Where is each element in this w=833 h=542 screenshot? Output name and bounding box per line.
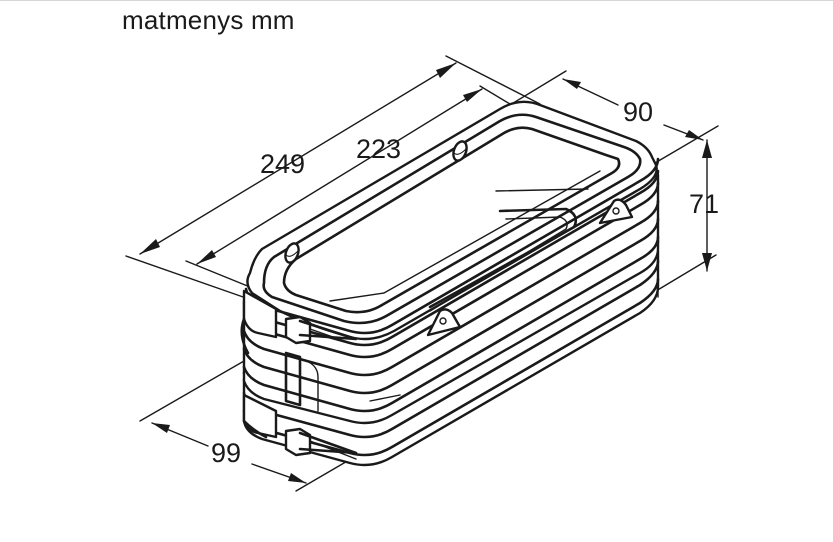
duct-connector xyxy=(240,100,660,467)
latch-lower xyxy=(242,393,358,460)
rivet-tab-left xyxy=(284,242,300,264)
dimension-71: 71 xyxy=(655,139,719,292)
dimension-249: 249 xyxy=(125,55,541,299)
dim-label-71: 71 xyxy=(689,189,719,219)
dim-label-223: 223 xyxy=(356,134,401,164)
clip-center xyxy=(426,308,462,337)
units-caption: matmenys mm xyxy=(122,5,295,35)
dimension-90: 90 xyxy=(499,70,719,164)
rivet-tab-top xyxy=(452,140,468,162)
latch-upper xyxy=(240,289,358,355)
dim-label-90: 90 xyxy=(623,97,653,127)
dimension-223: 223 xyxy=(185,85,511,288)
dim-label-249: 249 xyxy=(260,149,305,179)
dim-label-99: 99 xyxy=(211,438,241,468)
clip-right xyxy=(598,198,634,225)
